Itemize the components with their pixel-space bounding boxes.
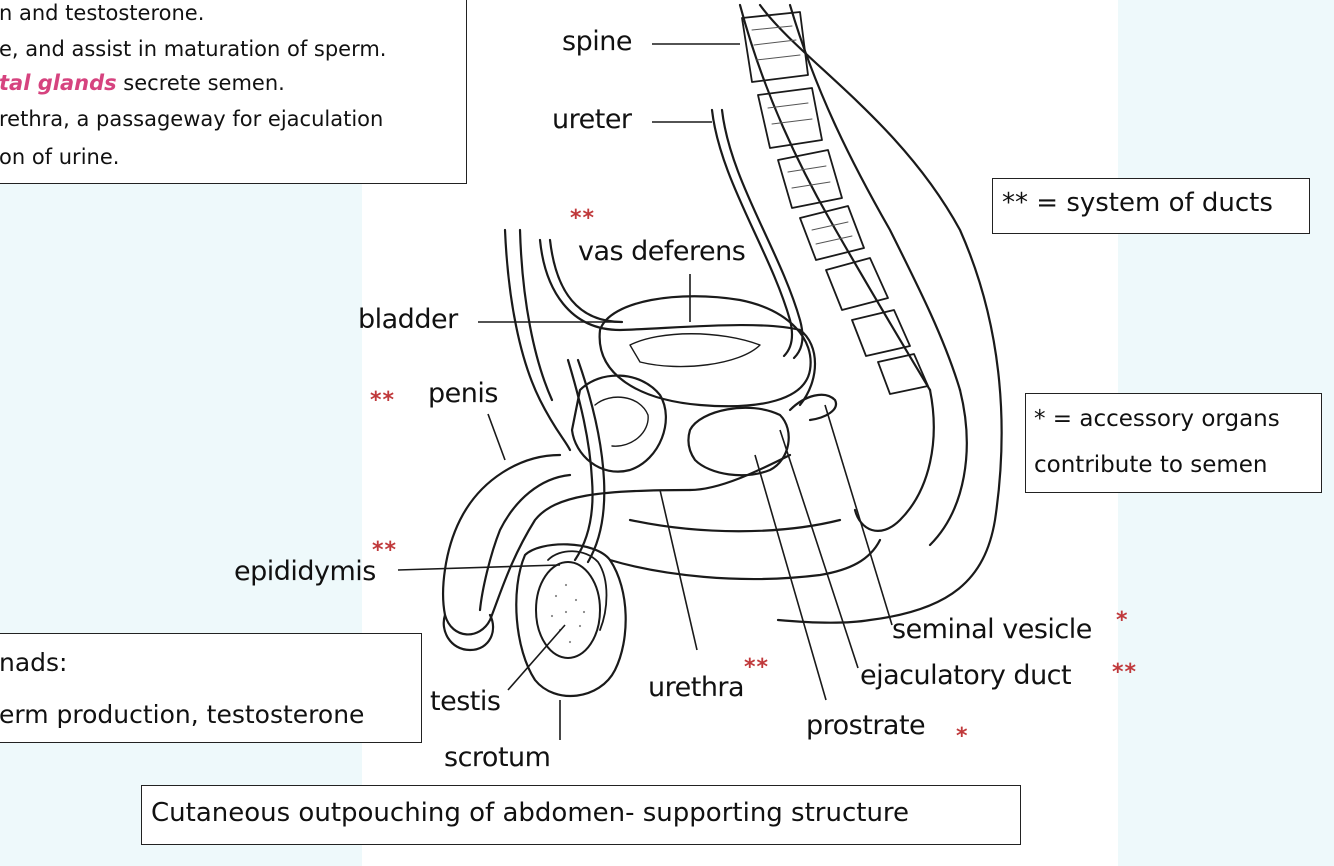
vas-deferens-tube bbox=[538, 238, 817, 407]
marker-vas-deferens-ducts: ** bbox=[570, 206, 596, 231]
testis-stipple bbox=[550, 583, 586, 644]
leader-penis bbox=[487, 413, 506, 461]
diagram-panel bbox=[362, 0, 1118, 866]
sacrum bbox=[853, 388, 935, 532]
label-seminal-vesicle: seminal vesicle bbox=[892, 614, 1092, 645]
gonads-line-2: erm production, testosterone bbox=[0, 700, 365, 729]
perineum bbox=[608, 538, 882, 581]
legend-ducts-box: ** = system of ducts bbox=[992, 178, 1310, 234]
top-info-box: n and testosterone. e, and assist in mat… bbox=[0, 0, 467, 184]
label-epididymis: epididymis bbox=[234, 556, 376, 587]
marker-seminal-vesicle-accessory: * bbox=[1116, 608, 1129, 633]
label-prostrate: prostrate bbox=[806, 710, 926, 741]
info-line-2: e, and assist in maturation of sperm. bbox=[0, 37, 387, 61]
label-spine: spine bbox=[562, 26, 632, 57]
label-vas-deferens: vas deferens bbox=[578, 236, 746, 267]
label-penis: penis bbox=[428, 378, 498, 409]
gonads-line-1: nads: bbox=[0, 648, 68, 677]
info-line-3-rest: secrete semen. bbox=[116, 71, 285, 95]
back-contour bbox=[758, 3, 1003, 624]
marker-urethra-ducts: ** bbox=[744, 655, 770, 680]
vertebrae bbox=[741, 11, 929, 395]
legend-ducts-text: ** = system of ducts bbox=[1002, 188, 1273, 218]
accessory-glands-term: tal glands bbox=[0, 71, 117, 95]
testis-shape bbox=[535, 561, 601, 659]
vertebra-texture bbox=[751, 25, 853, 245]
ureter-tube bbox=[710, 108, 794, 358]
legend-accessory-line-2: contribute to semen bbox=[1034, 452, 1268, 478]
info-line-4: rethra, a passageway for ejaculation bbox=[0, 107, 384, 131]
penis-shaft bbox=[442, 453, 692, 636]
leader-ejaculatory-duct bbox=[779, 429, 859, 669]
leader-urethra bbox=[659, 489, 698, 651]
legend-accessory-box: * = accessory organs contribute to semen bbox=[1025, 393, 1322, 493]
scrotum-shape bbox=[515, 543, 627, 698]
leader-epididymis bbox=[397, 564, 561, 571]
marker-ejaculatory-duct-ducts: ** bbox=[1112, 660, 1138, 685]
label-bladder: bladder bbox=[358, 304, 458, 335]
info-line-5: on of urine. bbox=[0, 145, 120, 169]
legend-accessory-line-1: * = accessory organs bbox=[1034, 406, 1280, 432]
info-line-3: tal glands secrete semen. bbox=[0, 71, 285, 95]
pubic-bone bbox=[570, 374, 667, 473]
label-testis: testis bbox=[430, 686, 501, 717]
marker-epididymis-ducts: ** bbox=[372, 538, 398, 563]
label-scrotum: scrotum bbox=[444, 742, 551, 773]
prostate-shape bbox=[687, 406, 790, 477]
leader-lines bbox=[397, 43, 893, 740]
marker-penis-ducts: ** bbox=[370, 388, 396, 413]
abdominal-wall bbox=[503, 228, 572, 452]
label-ejaculatory-duct: ejaculatory duct bbox=[860, 660, 1072, 691]
glans bbox=[442, 613, 495, 652]
leader-prostrate bbox=[754, 454, 827, 701]
seminal-vesicle-shape bbox=[788, 393, 838, 422]
gonads-box: nads: erm production, testosterone bbox=[0, 633, 422, 743]
bladder-shape bbox=[598, 295, 812, 408]
label-ureter: ureter bbox=[552, 104, 632, 135]
caption-text: Cutaneous outpouching of abdomen- suppor… bbox=[151, 798, 910, 828]
leader-testis bbox=[507, 624, 566, 691]
marker-prostrate-accessory: * bbox=[956, 724, 969, 749]
leader-seminal-vesicle bbox=[824, 404, 893, 626]
caption-box: Cutaneous outpouching of abdomen- suppor… bbox=[141, 785, 1021, 845]
info-line-1: n and testosterone. bbox=[0, 1, 205, 25]
spine-column bbox=[738, 3, 962, 392]
epididymis-shape bbox=[547, 550, 608, 631]
label-urethra: urethra bbox=[648, 672, 745, 703]
